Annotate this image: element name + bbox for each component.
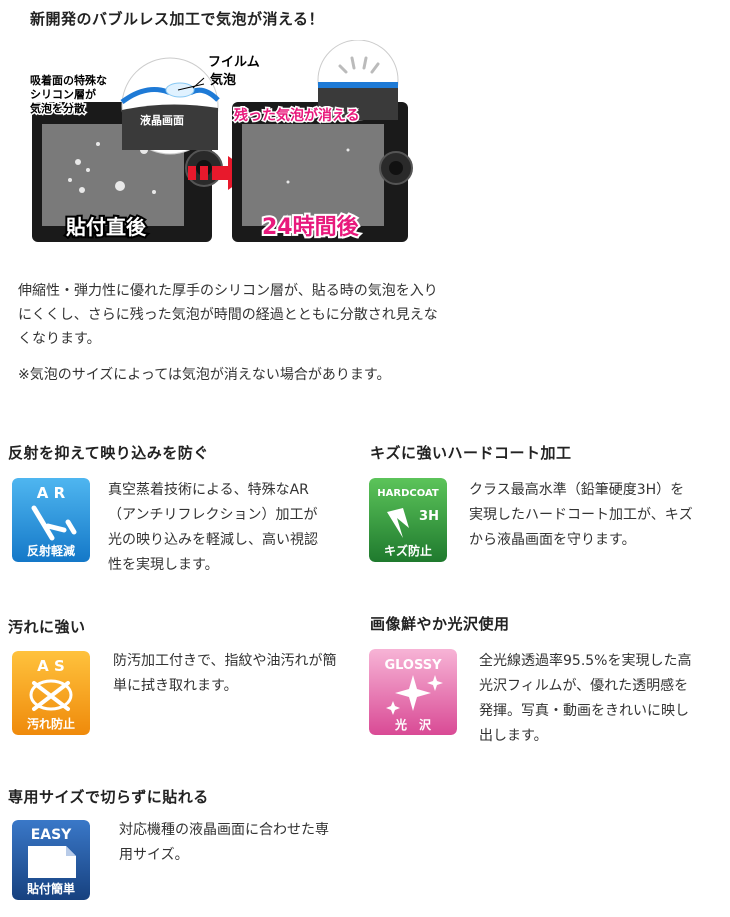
- svg-text:反射軽減: 反射軽減: [27, 543, 75, 558]
- feature-glossy-text: 全光線透過率95.5%を実現した高光沢フィルムが、優れた透明感を発揮。写真・動画…: [479, 653, 692, 744]
- feature-as-title: 汚れに強い: [8, 618, 86, 636]
- as-badge: A S 汚れ防止: [12, 651, 90, 735]
- description-main: 伸縮性・弾力性に優れた厚手のシリコン層が、貼る時の気泡を入りにくくし、さらに残っ…: [18, 283, 438, 347]
- bubble-dots: [68, 142, 156, 194]
- feature-as-text: 防汚加工付きで、指紋や油汚れが簡単に拭き取れます。: [113, 653, 337, 694]
- easy-badge: EASY 貼付簡単: [12, 820, 90, 900]
- feature-hardcoat-text: クラス最高水準（鉛筆硬度3H）を実現したハードコート加工が、キズから液晶画面を守…: [469, 482, 693, 548]
- feature-ar-text: 真空蒸着技術による、特殊なAR（アンチリフレクション）加工が光の映り込みを軽減し…: [108, 482, 318, 573]
- no-smudge-icon: [32, 681, 70, 711]
- svg-text:光 沢: 光 沢: [394, 717, 432, 732]
- svg-text:汚れ防止: 汚れ防止: [27, 716, 75, 731]
- feature-easy-title: 専用サイズで切らずに貼れる: [8, 788, 209, 806]
- svg-text:A S: A S: [37, 657, 65, 675]
- label-silicone-3: 気泡を分散: [30, 101, 86, 115]
- svg-text:キズ防止: キズ防止: [384, 543, 432, 558]
- label-silicone-2: シリコン層が: [30, 87, 96, 101]
- sparkle-icon: [386, 675, 443, 715]
- feature-glossy-title: 画像鮮やか光沢使用: [370, 615, 510, 633]
- feature-hardcoat-title: キズに強いハードコート加工: [370, 444, 572, 462]
- svg-text:HARDCOAT: HARDCOAT: [377, 488, 439, 499]
- label-remaining: 残った気泡が消える: [234, 107, 360, 124]
- label-bubble: 気泡: [210, 72, 236, 88]
- label-silicone-1: 吸着面の特殊な: [30, 73, 107, 87]
- reflection-icon: [31, 505, 77, 541]
- sheet-icon: [28, 846, 76, 878]
- hardcoat-badge: HARDCOAT 3H キズ防止: [369, 478, 447, 562]
- label-after: 24時間後: [262, 214, 360, 240]
- glossy-badge: GLOSSY 光 沢: [369, 649, 457, 735]
- feature-easy-text: 対応機種の液晶画面に合わせた専用サイズ。: [119, 822, 329, 863]
- svg-text:A R: A R: [37, 484, 66, 502]
- page-heading: 新開発のバブルレス加工で気泡が消える！: [30, 10, 325, 28]
- label-lcd: 液晶画面: [140, 113, 184, 127]
- description-note: ※気泡のサイズによっては気泡が消えない場合があります。: [18, 367, 391, 383]
- feature-ar-title: 反射を抑えて映り込みを防ぐ: [8, 444, 209, 462]
- label-film: フイルム: [208, 55, 260, 70]
- ar-badge: A R 反射軽減: [12, 478, 90, 562]
- pencil-icon: [387, 508, 409, 538]
- svg-text:貼付簡単: 貼付簡単: [27, 881, 75, 896]
- svg-text:EASY: EASY: [31, 827, 72, 843]
- svg-text:GLOSSY: GLOSSY: [384, 658, 442, 673]
- svg-text:3H: 3H: [419, 509, 439, 524]
- bubble-illustration: 吸着面の特殊な シリコン層が 気泡を分散 フイルム 気泡 液晶画面 残った気泡が…: [29, 40, 413, 242]
- label-before: 貼付直後: [66, 215, 147, 239]
